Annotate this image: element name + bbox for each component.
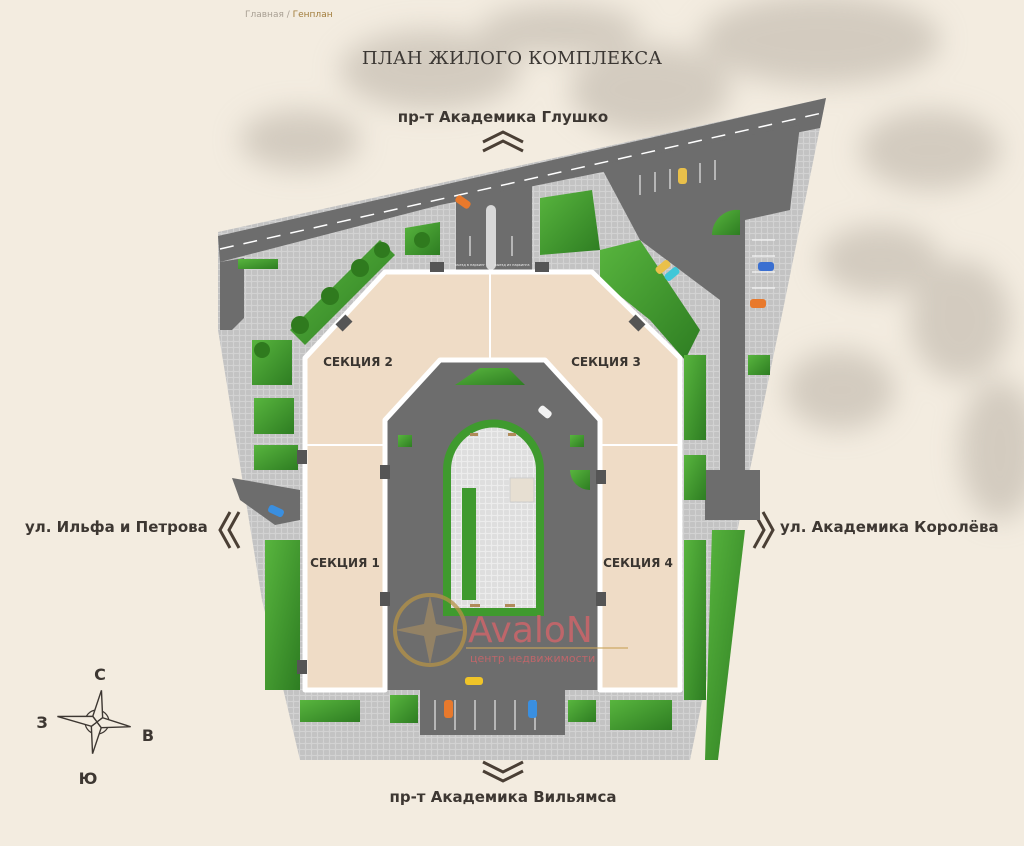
building-entrances xyxy=(297,262,646,674)
watermark-logo: AvaloN центр недвижимости xyxy=(393,593,628,667)
driveway-divider xyxy=(486,205,496,270)
benches xyxy=(470,433,516,607)
section-3-label[interactable]: СЕКЦИЯ 3 xyxy=(571,355,641,369)
plaza-lawn xyxy=(462,488,476,600)
section-dividers xyxy=(305,272,680,446)
watermark-brand: AvaloN xyxy=(468,610,593,651)
compass-west-label: З xyxy=(36,713,47,732)
breadcrumb: Главная / Генплан xyxy=(245,10,333,20)
compass-rose-icon xyxy=(57,690,131,754)
street-label-south: пр-т Академика Вильямса xyxy=(389,788,617,806)
breadcrumb-current: Генплан xyxy=(292,10,333,20)
compass-east-label: В xyxy=(142,726,154,745)
green-areas xyxy=(238,190,770,760)
watermark-tagline: центр недвижимости xyxy=(470,652,595,665)
chevron-up-icon xyxy=(482,130,524,153)
section-2-label[interactable]: СЕКЦИЯ 2 xyxy=(323,355,393,369)
breadcrumb-separator: / xyxy=(283,10,293,20)
chevron-left-icon xyxy=(218,511,241,549)
courtyard-plaza xyxy=(443,419,544,616)
parking-stalls xyxy=(434,160,775,730)
page-title: ПЛАН ЖИЛОГО КОМПЛЕКСА xyxy=(361,48,663,69)
section-1-label[interactable]: СЕКЦИЯ 1 xyxy=(310,556,380,570)
section-4-label[interactable]: СЕКЦИЯ 4 xyxy=(603,556,673,570)
trees xyxy=(254,232,430,358)
compass-south-label: Ю xyxy=(79,769,98,788)
parking-entry-label: въезд в паркинг xyxy=(455,263,486,267)
parking-exit-label: выезд из паркинга xyxy=(495,263,530,267)
residential-building xyxy=(302,269,683,693)
street-label-north: пр-т Академика Глушко xyxy=(397,108,609,126)
street-label-west: ул. Ильфа и Петрова xyxy=(25,518,208,536)
street-label-east: ул. Академика Королёва xyxy=(780,518,999,536)
road-lane-marking xyxy=(219,112,823,250)
chevron-down-icon xyxy=(482,760,524,783)
parking-arrows xyxy=(469,236,513,256)
parked-cars xyxy=(268,168,774,718)
plaza-pavilion xyxy=(509,477,535,503)
compass-north-label: С xyxy=(94,665,106,684)
breadcrumb-home-link[interactable]: Главная xyxy=(245,10,284,20)
